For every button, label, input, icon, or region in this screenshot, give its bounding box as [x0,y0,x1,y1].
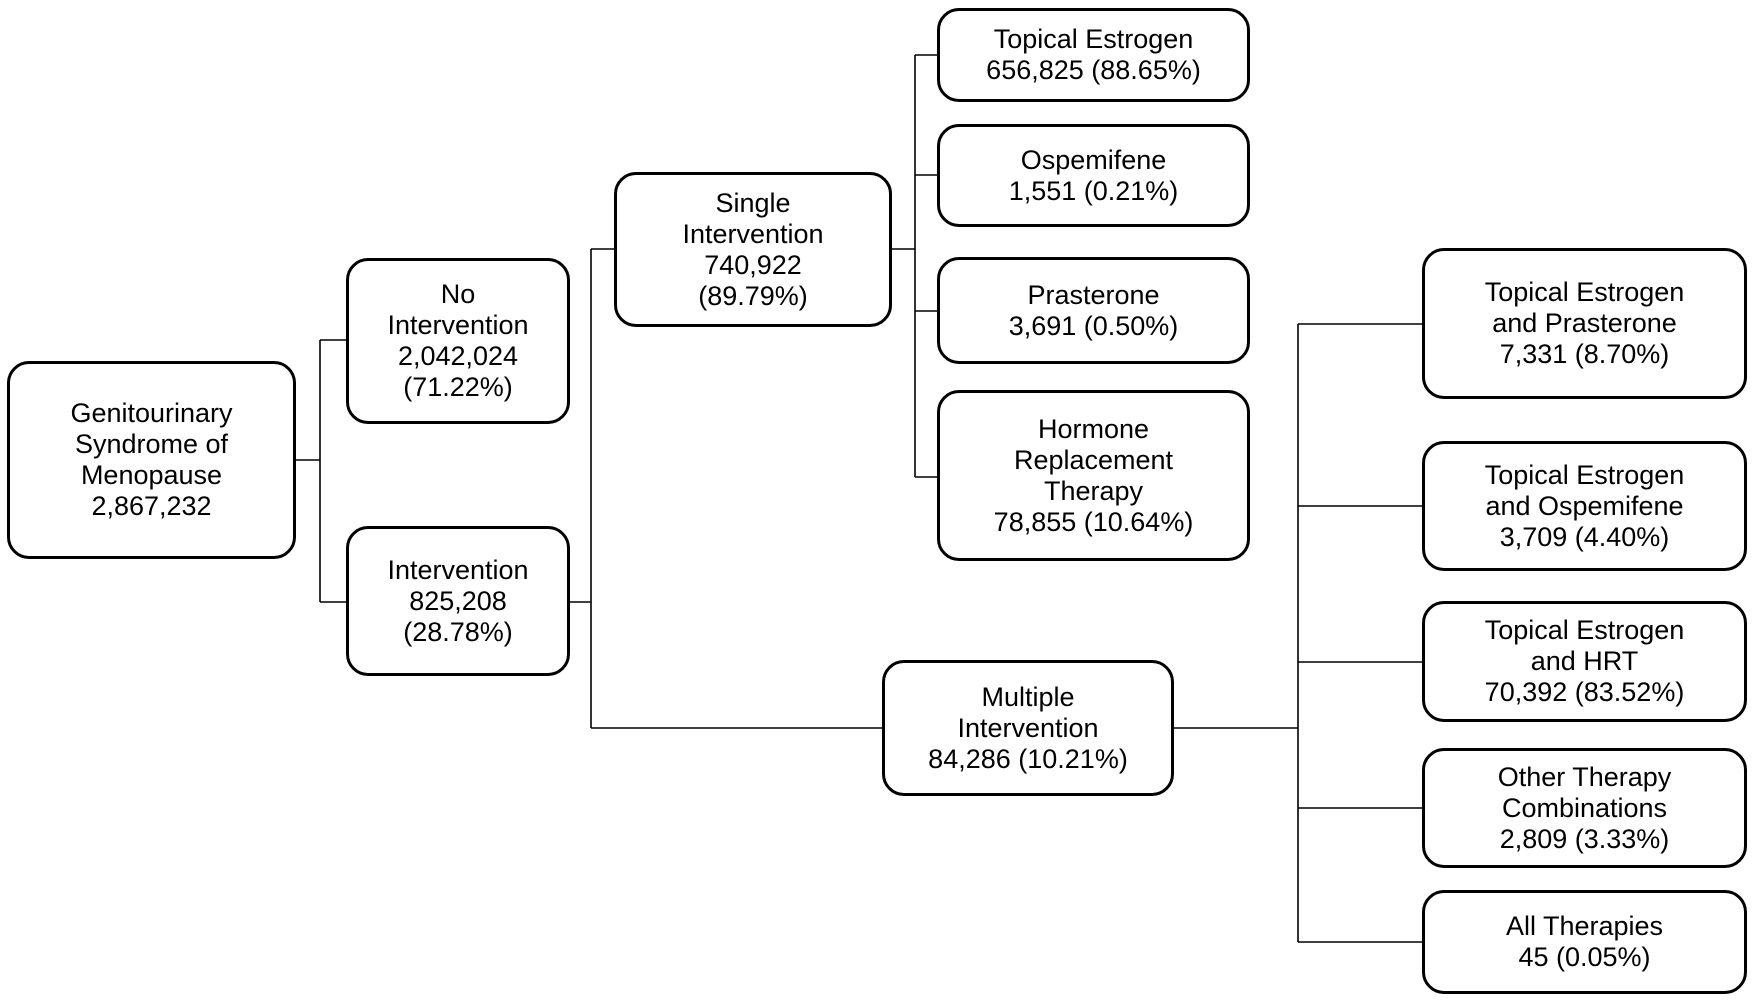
node-count: 740,922 [704,249,802,280]
node-all-therapies: All Therapies 45 (0.05%) [1422,890,1747,994]
node-count: 3,691 (0.50%) [1008,310,1179,341]
node-intervention: Intervention 825,208 (28.78%) [346,526,570,676]
node-label: Topical Estrogen [993,24,1194,54]
node-percent: (89.79%) [698,280,808,311]
node-label: and HRT [1530,646,1639,676]
node-label: Topical Estrogen [1484,615,1685,645]
node-label: Prasterone [1027,279,1160,310]
node-label: Intervention [387,310,529,340]
node-label: Intervention [387,554,529,585]
node-count: 1,551 (0.21%) [1008,175,1179,206]
node-label: Ospemifene [1020,144,1167,175]
node-percent: (28.78%) [403,616,513,647]
node-label: Topical Estrogen [1484,277,1685,307]
node-label: Multiple [981,681,1075,712]
node-label: Hormone [1037,413,1150,444]
node-count: 70,392 (83.52%) [1484,677,1685,707]
node-prasterone: Prasterone 3,691 (0.50%) [937,257,1250,364]
node-count: 7,331 (8.70%) [1499,339,1670,369]
node-count: 3,709 (4.40%) [1499,521,1670,552]
node-count: 825,208 [409,585,507,616]
node-no-intervention: No Intervention 2,042,024 (71.22%) [346,258,570,424]
node-ospemifene: Ospemifene 1,551 (0.21%) [937,124,1250,227]
node-count: 45 (0.05%) [1518,942,1651,972]
node-topical-estrogen-and-hrt: Topical Estrogen and HRT 70,392 (83.52%) [1422,601,1747,722]
node-label: Genitourinary [70,398,233,428]
node-label: and Ospemifene [1485,490,1684,521]
node-percent: (71.22%) [403,372,513,402]
node-label: Syndrome of [74,429,229,459]
node-topical-estrogen-and-ospemifene: Topical Estrogen and Ospemifene 3,709 (4… [1422,441,1747,571]
node-label: and Prasterone [1492,308,1677,338]
node-label: Combinations [1501,792,1668,823]
node-label: Menopause [80,460,223,490]
node-count: 2,809 (3.33%) [1499,823,1670,854]
node-count: 84,286 (10.21%) [928,743,1128,774]
node-count: 2,042,024 [397,341,519,371]
node-label: Therapy [1043,475,1144,506]
node-multiple-intervention: Multiple Intervention 84,286 (10.21%) [882,660,1174,796]
node-label: Single [715,187,791,218]
node-count: 78,855 (10.64%) [993,506,1194,537]
node-label: Intervention [682,218,824,249]
node-label: Other Therapy [1497,761,1672,792]
node-count: 2,867,232 [91,491,212,521]
node-hormone-replacement-therapy: Hormone Replacement Therapy 78,855 (10.6… [937,390,1250,561]
node-topical-estrogen-and-prasterone: Topical Estrogen and Prasterone 7,331 (8… [1422,248,1747,399]
node-label: Topical Estrogen [1484,459,1685,490]
node-genitourinary-syndrome: Genitourinary Syndrome of Menopause 2,86… [7,361,296,559]
node-label: Replacement [1013,444,1174,475]
node-single-intervention: Single Intervention 740,922 (89.79%) [614,172,892,327]
node-label: Intervention [957,712,1099,743]
node-count: 656,825 (88.65%) [986,55,1201,85]
node-label: All Therapies [1505,911,1664,941]
node-label: No [440,279,476,309]
node-topical-estrogen: Topical Estrogen 656,825 (88.65%) [937,8,1250,102]
node-other-therapy-combinations: Other Therapy Combinations 2,809 (3.33%) [1422,748,1747,868]
